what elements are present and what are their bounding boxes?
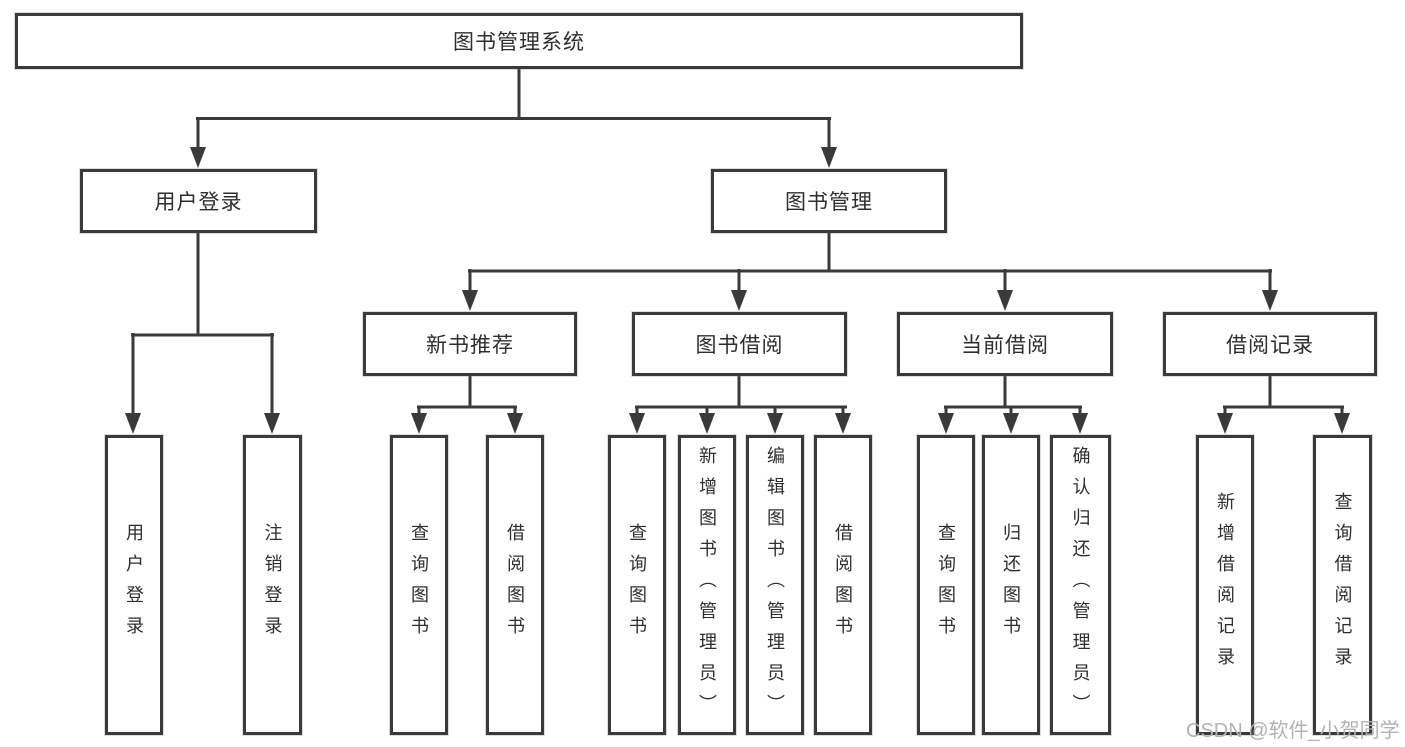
node-borrowing-records: 借阅记录 xyxy=(1163,312,1377,376)
leaf-logout: 注销登录 xyxy=(243,435,302,735)
leaf-add-borrow-record: 新增借阅记录 xyxy=(1196,435,1254,735)
leaf-query-books-recommend: 查询图书 xyxy=(390,435,448,735)
leaf-borrow-books-recommend: 借阅图书 xyxy=(486,435,544,735)
leaf-edit-books-admin: 编辑图书（管理员） xyxy=(746,435,804,735)
leaf-query-books-borrow: 查询图书 xyxy=(608,435,666,735)
csdn-watermark: CSDN @软件_小贺同学 xyxy=(1186,720,1400,742)
node-book-borrowing: 图书借阅 xyxy=(632,312,847,376)
leaf-add-books-admin: 新增图书（管理员） xyxy=(678,435,736,735)
leaf-query-borrow-record: 查询借阅记录 xyxy=(1313,435,1372,735)
node-current-borrowing: 当前借阅 xyxy=(897,312,1113,376)
leaf-confirm-return-admin: 确认归还（管理员） xyxy=(1050,435,1111,735)
leaf-user-login: 用户登录 xyxy=(105,435,163,735)
node-book-management: 图书管理 xyxy=(711,169,947,233)
leaf-borrow-books: 借阅图书 xyxy=(814,435,872,735)
arrowheads xyxy=(125,147,1350,434)
connector-lines xyxy=(131,69,1344,416)
node-new-book-recommend: 新书推荐 xyxy=(363,312,577,376)
leaf-return-books: 归还图书 xyxy=(982,435,1040,735)
node-user-login: 用户登录 xyxy=(80,169,317,233)
leaf-query-books-current: 查询图书 xyxy=(917,435,975,735)
node-system-root: 图书管理系统 xyxy=(15,13,1023,69)
